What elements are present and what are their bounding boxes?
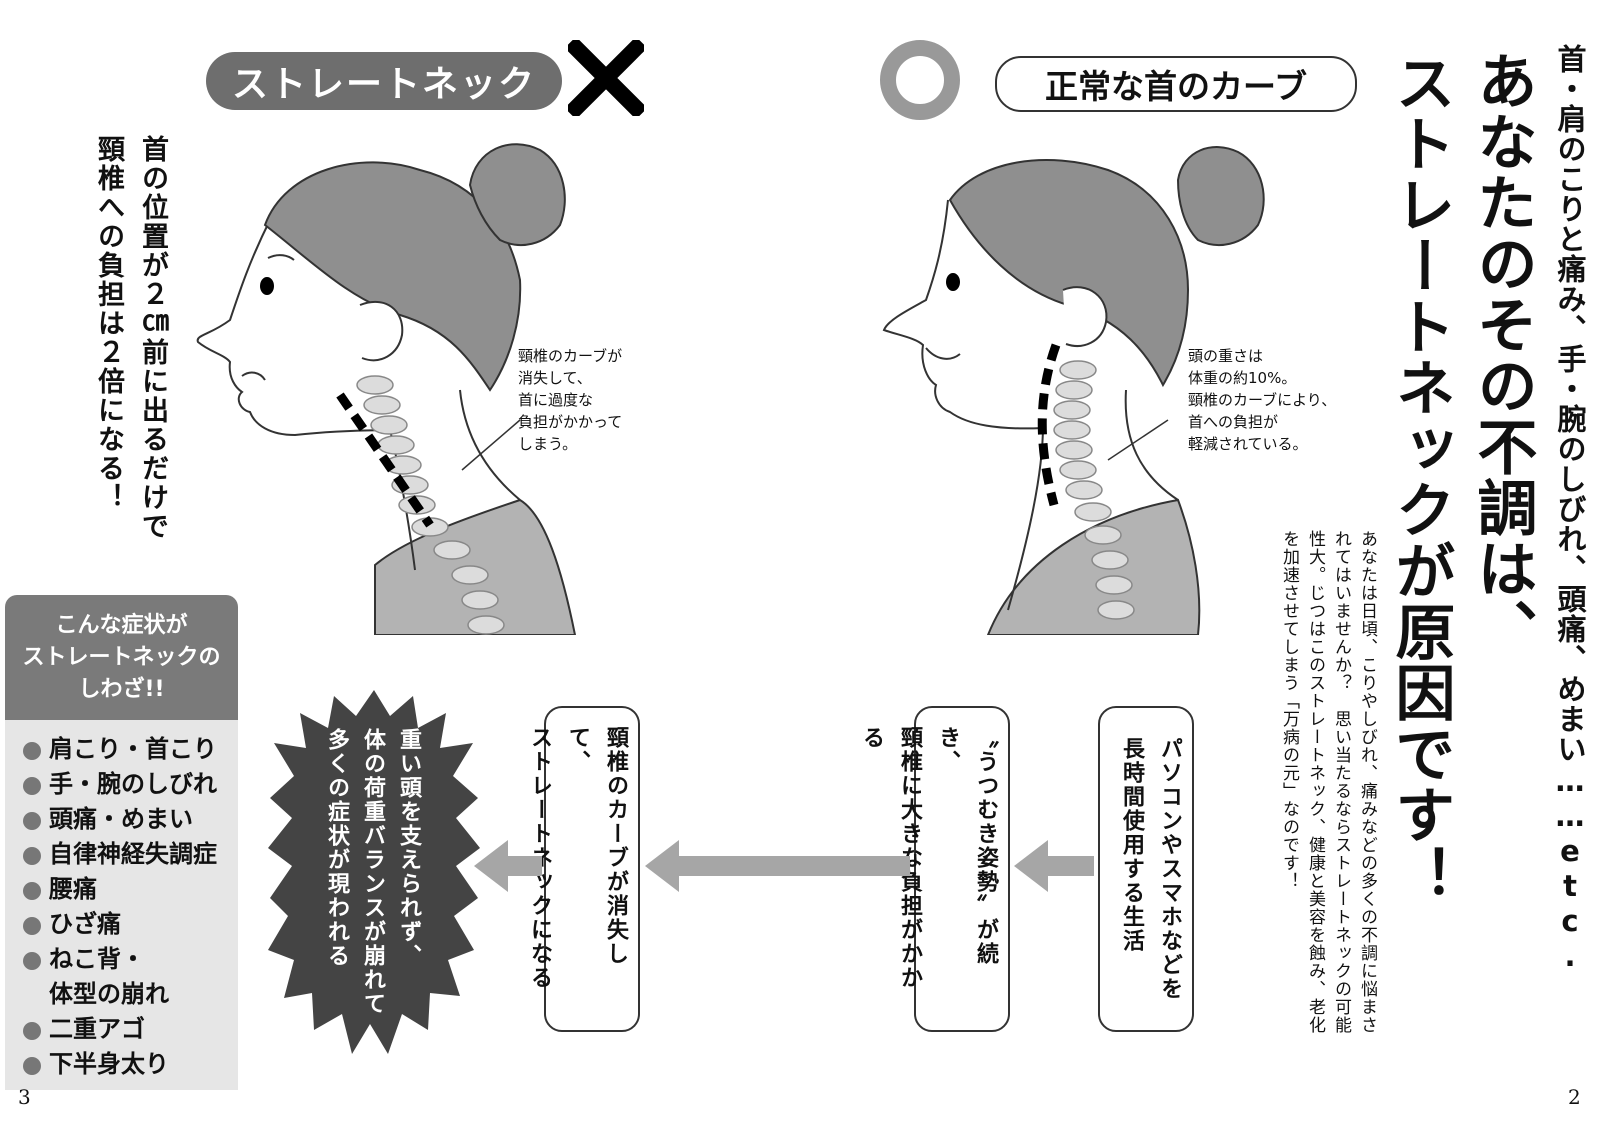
result-text: 重い頭を支えられず、 体の荷重バランスが崩れて 多くの症状が現われる [324, 728, 421, 1016]
sub-headline: 首・肩のこりと痛み、手・腕のしびれ、頭痛、めまい……etc. [1553, 44, 1587, 974]
symptom-item-continued: 体型の崩れ [49, 980, 169, 1008]
symptom-list: 肩こり・首こり 手・腕のしびれ 頭痛・めまい 自律神経失調症 腰痛 ひざ痛 ねこ… [5, 720, 238, 1082]
symptom-item: 腰痛 [23, 872, 238, 907]
flow-step-2: 〝うつむき姿勢〟が続き、頸椎に大きな負担がかかる [859, 706, 1010, 1032]
headline-line-1: あなたのその不調は、 [1467, 50, 1537, 660]
normal-curve-label: 正常な首のカーブ [995, 56, 1357, 112]
statement-vertical: 首の位置が２㎝前に出るだけで 頸椎への負担は２倍になる！ [86, 135, 174, 541]
page-number-right: 2 [1568, 1085, 1581, 1109]
result-burst-shape [268, 690, 480, 1054]
flow-step-1: パソコンやスマホなどを長時間使用する生活 [1098, 706, 1194, 1032]
symptom-item: 二重アゴ [23, 1012, 238, 1047]
symptom-panel: 肩こり・首こり 手・腕のしびれ 頭痛・めまい 自律神経失調症 腰痛 ひざ痛 ねこ… [5, 720, 238, 1090]
statement-line-2: 頸椎への負担は２倍になる！ [93, 135, 124, 512]
circle-mark-icon [880, 40, 960, 120]
symptom-item: 頭痛・めまい [23, 802, 238, 837]
symptom-item: 手・腕のしびれ [23, 767, 238, 802]
flow-step-3: 頸椎のカーブが消失して、ストレートネックになる [527, 706, 640, 1032]
headline-line-2: ストレートネックが原因です！ [1385, 52, 1455, 906]
symptom-item: ひざ痛 [23, 907, 238, 942]
normal-neck-callout: 頭の重さは 体重の約10%。 頸椎のカーブにより、 首への負担が 軽減されている… [1188, 347, 1337, 453]
flow-arrow-icon [1014, 840, 1094, 892]
page-number-left: 3 [18, 1085, 31, 1109]
symptom-item: ねこ背・ [23, 942, 238, 977]
symptom-panel-title: こんな症状が ストレートネックの しわざ!! [5, 595, 238, 720]
flow-arrow-icon [645, 840, 910, 892]
body-copy: あなたは日頃、こりやしびれ、痛みなどの多くの不調に悩まさ れてはいませんか？ 思… [1279, 530, 1377, 1034]
statement-line-1: 首の位置が２㎝前に出るだけで [137, 135, 168, 541]
straight-neck-illustration [196, 143, 577, 635]
normal-neck-illustration [882, 146, 1265, 635]
cross-mark-icon [568, 40, 644, 116]
symptom-item: 肩こり・首こり [23, 732, 238, 767]
symptom-item: 下半身太り [23, 1047, 238, 1082]
straight-neck-callout: 頸椎のカーブが 消失して、 首に過度な 負担がかかって しまう。 [518, 347, 623, 453]
symptom-item: 自律神経失調症 [23, 837, 238, 872]
flow-arrow-icon [474, 840, 542, 892]
straight-neck-label: ストレートネック [206, 52, 562, 110]
